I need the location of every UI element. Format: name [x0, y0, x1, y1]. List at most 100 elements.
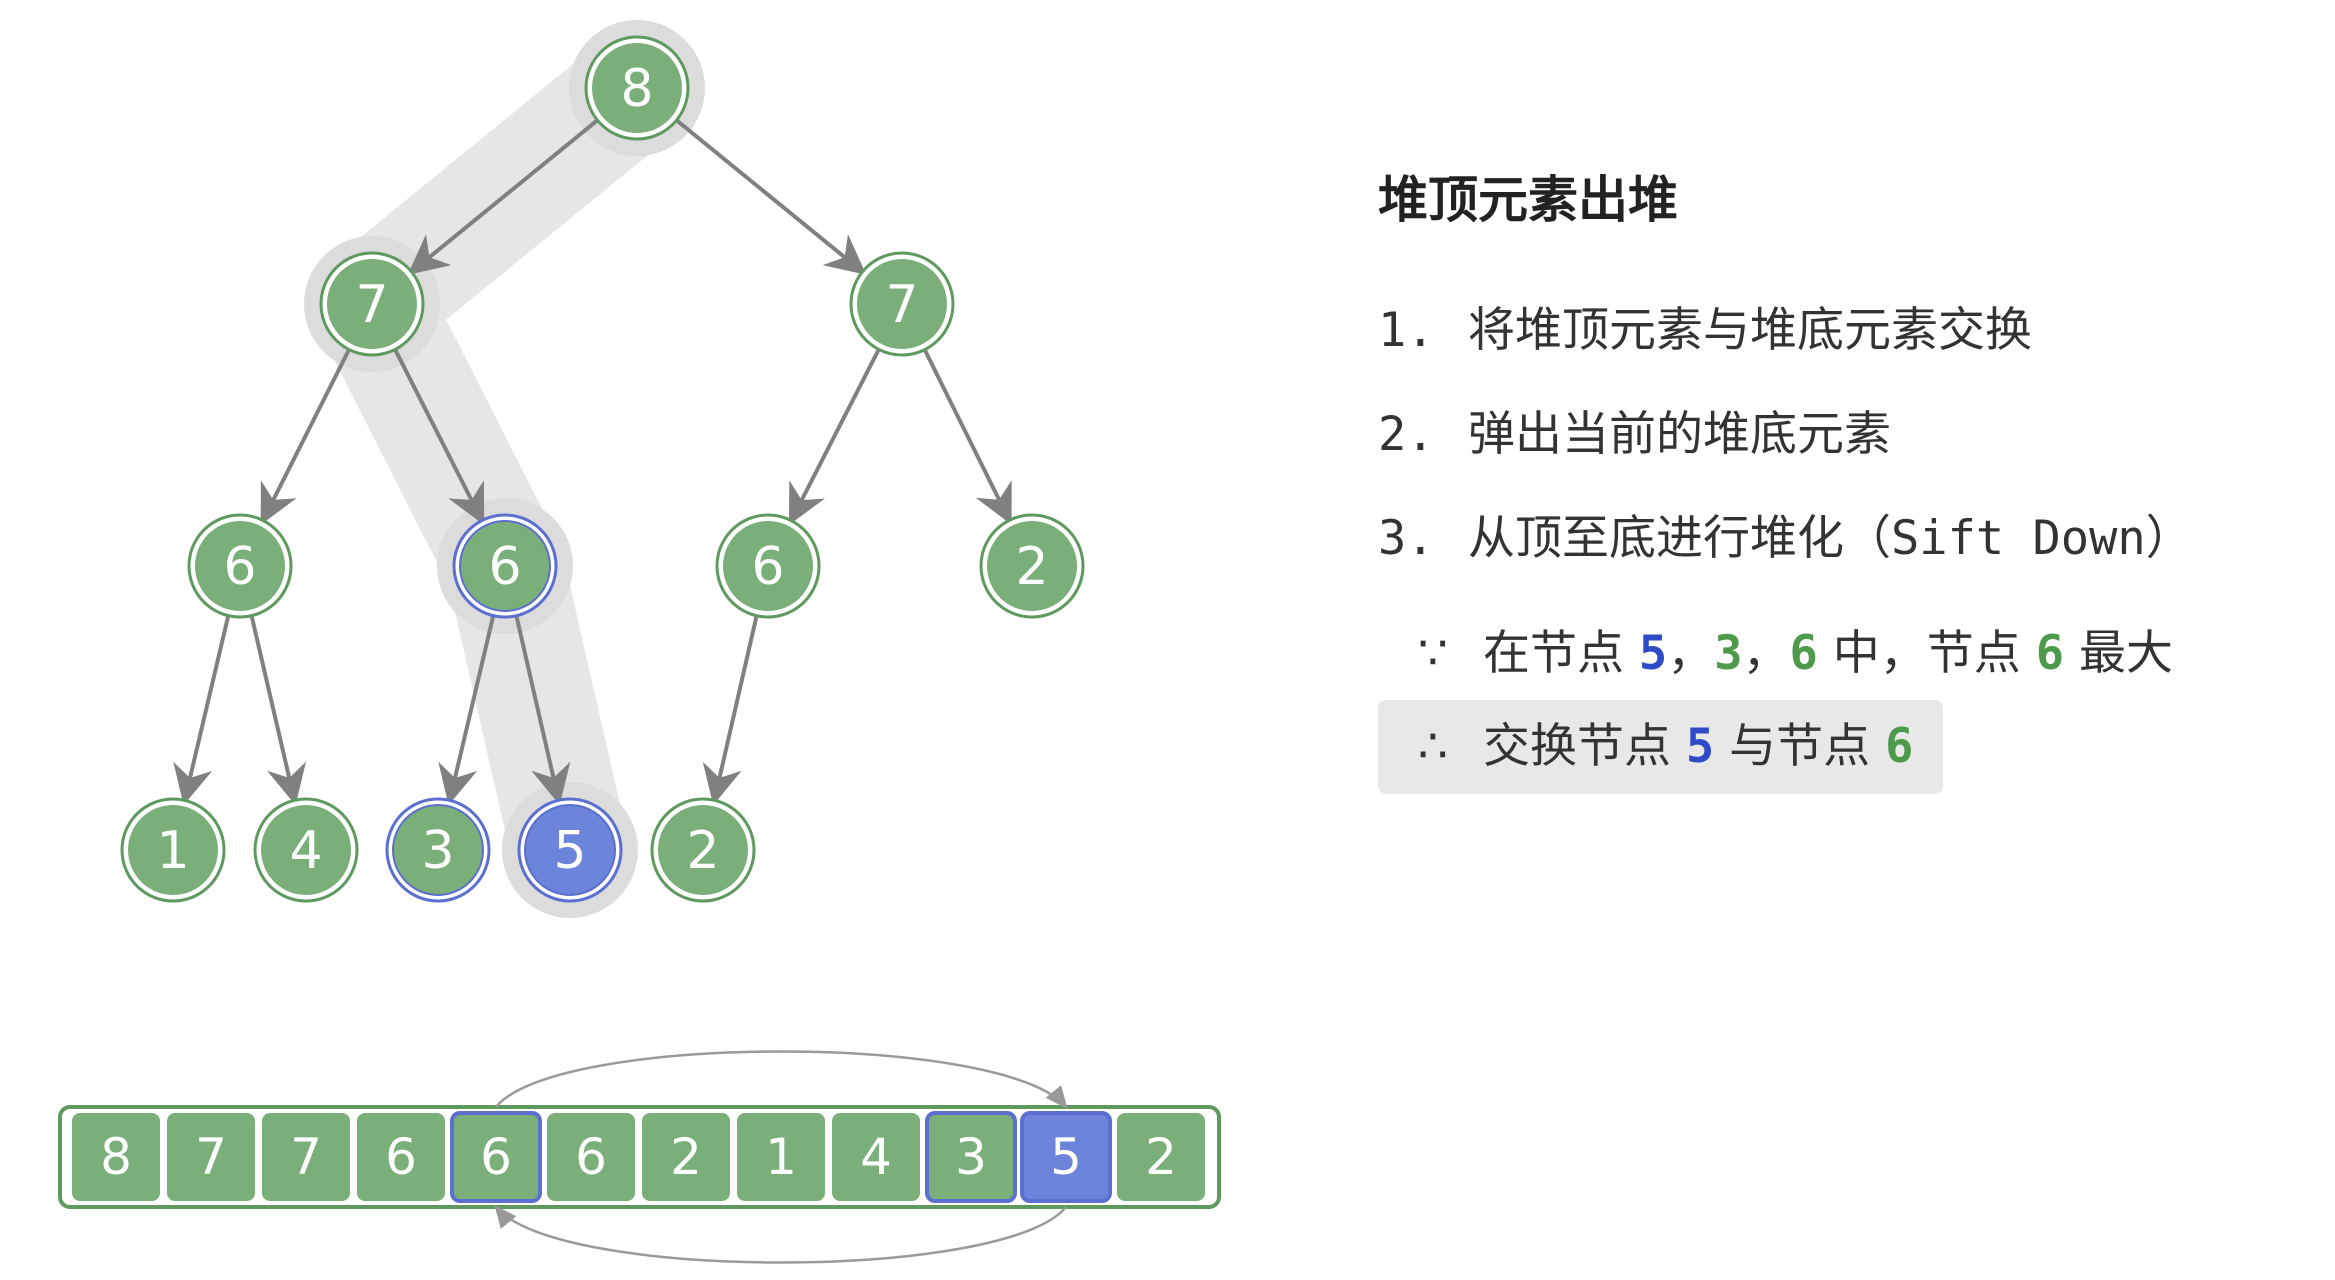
step-2-text: 弹出当前的堆底元素: [1468, 407, 1891, 462]
array-cell-value: 7: [290, 1128, 322, 1186]
node-value: 7: [355, 275, 388, 335]
array-cell-box: [925, 1111, 1017, 1203]
therefore-value-2: 6: [1885, 719, 1914, 774]
array-cell: 6: [450, 1111, 542, 1203]
tree-node: 6: [452, 513, 558, 619]
node-value: 3: [421, 821, 454, 881]
tree-edge: [249, 614, 307, 806]
therefore-line: ∴ 交换节点 5 与节点 6: [1378, 700, 1944, 794]
swap-arc-bottom: [494, 1205, 1067, 1264]
therefore-mid: 与节点: [1729, 719, 1871, 774]
array-cell-box: [262, 1113, 350, 1201]
array-cell-value: 1: [765, 1128, 797, 1186]
array-cell-box: [1117, 1113, 1205, 1201]
node-circle: [459, 520, 551, 612]
array-cell: 6: [357, 1113, 445, 1201]
array-cell-box: [642, 1113, 730, 1201]
node-circle: [128, 805, 218, 895]
node-value: 1: [156, 821, 189, 881]
because-sep-2: ，: [1742, 626, 1790, 681]
step-3: 3.从顶至底进行堆化（Sift Down）: [1378, 504, 2298, 608]
tree-node: 7: [319, 251, 425, 357]
node-circle: [987, 521, 1077, 611]
tree-edge: [922, 347, 1012, 525]
tree-nodes: 8 7 7 6 6 6 2 1 4 3 5 2: [120, 35, 1085, 903]
array-cell: 1: [737, 1113, 825, 1201]
array-cell-box: [72, 1113, 160, 1201]
node-value: 6: [488, 537, 521, 597]
tree-node: 4: [253, 797, 359, 903]
array-cell: 4: [832, 1113, 920, 1201]
step-1-number: 1.: [1378, 303, 1435, 358]
node-circle: [857, 259, 947, 349]
node-value: 2: [686, 821, 719, 881]
node-value: 2: [1015, 537, 1048, 597]
node-value: 5: [553, 821, 586, 881]
node-value: 8: [620, 59, 653, 119]
array-cell-box: [832, 1113, 920, 1201]
array-cell-box: [167, 1113, 255, 1201]
node-circle: [723, 521, 813, 611]
tree-edge: [674, 118, 867, 275]
tree-node: 6: [715, 513, 821, 619]
because-value-3: 6: [1789, 626, 1818, 681]
array-cell: 2: [1117, 1113, 1205, 1201]
tree-node: 3: [385, 797, 491, 903]
because-value-2: 3: [1714, 626, 1743, 681]
node-circle: [195, 521, 285, 611]
node-circle: [261, 805, 351, 895]
array-cell-value: 2: [1145, 1128, 1177, 1186]
therefore-value-1: 5: [1685, 719, 1715, 774]
heapify-path-highlight: [304, 20, 705, 918]
tree-edge: [260, 347, 352, 525]
step-2: 2.弹出当前的堆底元素: [1378, 400, 2298, 504]
because-line: ∵ 在节点 5，3，6 中，节点 6 最大: [1398, 608, 2298, 700]
node-circle: [524, 804, 616, 896]
step-3-text: 从顶至底进行堆化: [1468, 511, 1844, 566]
tree-node: 2: [650, 797, 756, 903]
tree-edges: [173, 118, 1012, 806]
tree-edge: [788, 347, 882, 526]
explanation-panel: 堆顶元素出堆 1.将堆顶元素与堆底元素交换 2.弹出当前的堆底元素 3.从顶至底…: [1378, 160, 2298, 794]
array-cell: 8: [72, 1113, 160, 1201]
node-value: 7: [885, 275, 918, 335]
tree-edge: [407, 118, 600, 275]
array-cell: 2: [642, 1113, 730, 1201]
node-circle: [327, 259, 417, 349]
array-cell-value: 6: [480, 1128, 512, 1186]
tree-node: 1: [120, 797, 226, 903]
because-prefix: 在节点: [1482, 626, 1624, 681]
array-cell: 7: [167, 1113, 255, 1201]
step-3-number: 3.: [1378, 511, 1435, 566]
heapify-path-band: [313, 29, 696, 909]
array-cell-value: 2: [670, 1128, 702, 1186]
swap-arc-top: [495, 1050, 1068, 1109]
array-cell-value: 5: [1050, 1128, 1082, 1186]
array-cell-value: 4: [860, 1128, 892, 1186]
because-suffix: 最大: [2078, 626, 2173, 681]
tree-edge: [392, 347, 485, 525]
because-value-4: 6: [2035, 626, 2064, 681]
array-cell: 7: [262, 1113, 350, 1201]
tree-node: 2: [979, 513, 1085, 619]
tree-node: 7: [849, 251, 955, 357]
because-symbol: ∵: [1418, 626, 1448, 681]
node-value: 4: [289, 821, 322, 881]
node-value: 6: [751, 537, 784, 597]
tree-edge: [702, 614, 759, 806]
array-cell-box: [357, 1113, 445, 1201]
tree-node: 5: [517, 797, 623, 903]
tree-node: 6: [187, 513, 293, 619]
array-cell-value: 8: [100, 1128, 132, 1186]
array-cell-value: 6: [385, 1128, 417, 1186]
array-cell-box: [1020, 1111, 1112, 1203]
tree-edge: [438, 614, 496, 806]
therefore-symbol: ∴: [1418, 719, 1448, 774]
tree-node: 8: [584, 35, 690, 141]
array-cell-value: 3: [955, 1128, 987, 1186]
therefore-prefix: 交换节点: [1482, 719, 1671, 774]
array-cell-value: 7: [195, 1128, 227, 1186]
node-circle: [592, 43, 682, 133]
